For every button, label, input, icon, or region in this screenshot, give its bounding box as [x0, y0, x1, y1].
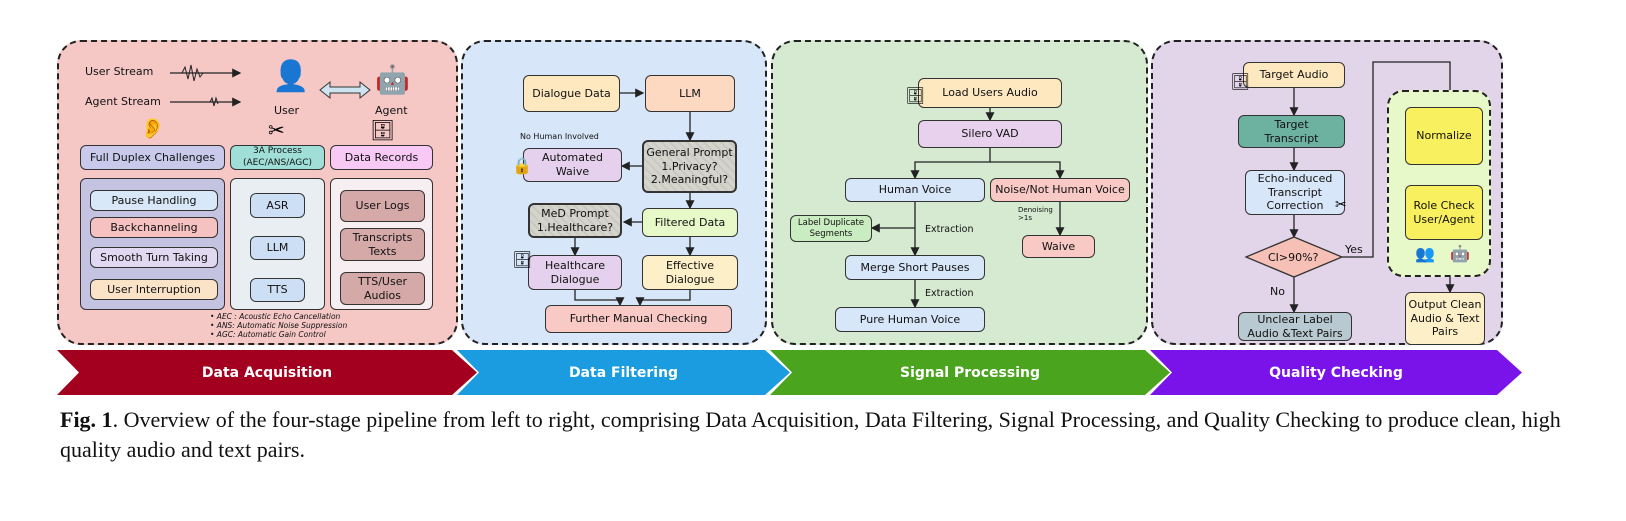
ci-decision-diamond — [1244, 236, 1344, 278]
effective-dialogue-box: Effective Dialogue — [642, 255, 738, 290]
footnote-ans: • ANS: Automatic Noise Suppression — [210, 321, 348, 330]
yes-label: Yes — [1345, 243, 1363, 256]
footnote-agc: • AGC: Automatic Gain Control — [210, 330, 326, 339]
med-prompt-box: MeD Prompt 1.Healthcare? — [528, 203, 622, 238]
extraction-label: Extraction — [925, 224, 974, 235]
target-audio-box: Target Audio — [1243, 62, 1345, 88]
user-stream-label: User Stream — [85, 65, 154, 78]
load-users-audio-box: Load Users Audio — [918, 78, 1062, 108]
transcripts-texts-box: Transcripts Texts — [340, 228, 425, 261]
pause-handling-box: Pause Handling — [90, 190, 218, 211]
database-icon: 🗄 — [512, 250, 533, 269]
footnote-aec: • AEC : Acoustic Echo Cancellation — [210, 312, 341, 321]
user-logs-box: User Logs — [340, 190, 425, 222]
smooth-turn-taking-box: Smooth Turn Taking — [90, 247, 218, 268]
stage-label: Signal Processing — [899, 364, 1041, 381]
automated-waive-box: Automated Waive — [523, 148, 622, 182]
agent-stream-label: Agent Stream — [85, 95, 161, 108]
user-interruption-box: User Interruption — [90, 279, 218, 300]
asr-box: ASR — [250, 193, 305, 218]
audio-scissors-icon: ✂ — [1335, 197, 1347, 213]
robot-agent-icon: 🤖 — [375, 63, 410, 96]
healthcare-dialogue-box: Healthcare Dialogue — [528, 255, 622, 290]
normalize-box: Normalize — [1405, 107, 1483, 165]
robot-agent-icon: 🤖 — [1450, 244, 1470, 263]
stage-data-acquisition: Data Acquisition — [57, 350, 477, 395]
unclear-label-pairs-box: Unclear Label Audio &Text Pairs — [1238, 312, 1352, 341]
no-human-involved-label: No Human Involved — [520, 132, 599, 141]
figure-caption: Fig. 1. Overview of the four-stage pipel… — [60, 405, 1600, 465]
people-lock-icon: 🔒 — [512, 156, 532, 175]
ci-decision-label: CI>90%? — [1268, 251, 1319, 264]
user-label: User — [274, 104, 300, 117]
stage-signal-processing: Signal Processing — [770, 350, 1170, 395]
silero-vad-box: Silero VAD — [918, 120, 1062, 148]
pure-human-voice-box: Pure Human Voice — [835, 307, 985, 332]
extraction-label: Extraction — [925, 288, 974, 299]
3a-process-header: 3A Process (AEC/ANS/AGC) — [230, 145, 325, 170]
target-transcript-box: Target Transcript — [1238, 115, 1345, 148]
backchanneling-box: Backchanneling — [90, 217, 218, 238]
stage-label: Data Acquisition — [201, 364, 333, 381]
database-file-icon: 🗄 — [370, 118, 396, 142]
stage-label: Quality Checking — [1269, 364, 1403, 381]
further-manual-checking-box: Further Manual Checking — [545, 305, 732, 333]
figure-number: Fig. 1 — [60, 407, 113, 432]
tts-box: TTS — [250, 278, 305, 302]
waive-box: Waive — [1022, 235, 1095, 258]
echo-correction-box: Echo-induced Transcript Correction — [1245, 170, 1345, 215]
user-icon: 👤 — [272, 59, 310, 94]
tts-user-audios-box: TTS/User Audios — [340, 272, 425, 305]
stage-label: Data Filtering — [568, 364, 679, 381]
data-records-header: Data Records — [330, 145, 433, 170]
double-arrow-icon — [319, 80, 371, 100]
general-prompt-box: General Prompt 1.Privacy? 2.Meaningful? — [642, 140, 737, 193]
denoising-label: Denoising >1s — [1018, 206, 1053, 222]
stage-quality-checking: Quality Checking — [1150, 350, 1522, 395]
stage-data-filtering: Data Filtering — [457, 350, 790, 395]
dialogue-data-box: Dialogue Data — [523, 75, 620, 112]
merge-short-pauses-box: Merge Short Pauses — [845, 255, 985, 280]
noise-not-human-voice-box: Noise/Not Human Voice — [990, 178, 1130, 202]
full-duplex-challenges-header: Full Duplex Challenges — [80, 145, 225, 170]
filtered-data-box: Filtered Data — [642, 208, 738, 237]
audio-scissors-icon: ✂ — [268, 118, 285, 142]
caption-text: . Overview of the four-stage pipeline fr… — [60, 407, 1561, 462]
no-label: No — [1270, 285, 1285, 298]
agent-label: Agent — [375, 104, 408, 117]
output-clean-pairs-box: Output Clean Audio & Text Pairs — [1405, 292, 1485, 345]
agent-waveform-icon — [209, 96, 219, 107]
user-waveform-icon — [181, 64, 204, 82]
database-audio-icon: 🗄 — [1230, 72, 1251, 91]
human-voice-box: Human Voice — [845, 178, 985, 202]
label-duplicate-segments-box: Label Duplicate Segments — [790, 215, 872, 242]
database-audio-icon: 🗄 — [905, 86, 926, 105]
role-check-box: Role Check User/Agent — [1405, 185, 1483, 240]
listening-person-icon: 👂 — [140, 116, 165, 140]
group-people-icon: 👥 — [1415, 244, 1435, 263]
llm-filter-box: LLM — [645, 75, 735, 112]
llm-box: LLM — [250, 236, 305, 260]
